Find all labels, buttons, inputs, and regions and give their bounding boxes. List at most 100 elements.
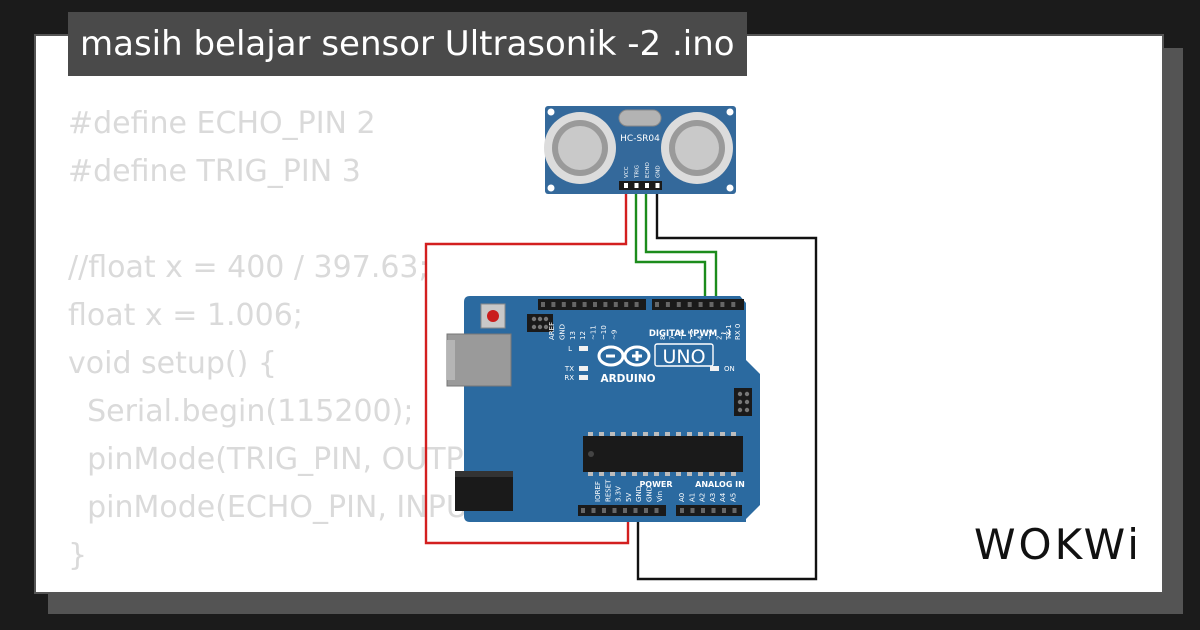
sensor-pin-label: GND: [656, 165, 662, 178]
svg-text:L: L: [568, 345, 572, 353]
analog-pin-label: A5: [730, 493, 738, 502]
wokwi-logo: WOKWi: [974, 520, 1142, 569]
digital-pin-label: 7: [668, 336, 676, 340]
led-on: ON: [710, 365, 735, 373]
digital-pin-label: 4: [697, 335, 705, 340]
board-brand: ARDUINO: [600, 373, 655, 385]
sensor-pin-label: ECHO: [645, 162, 651, 178]
digital-pin-label: ~10: [600, 325, 608, 340]
analog-pin[interactable]: [732, 508, 737, 513]
digital-pin-label: 12: [579, 331, 587, 340]
atmega-chip: [583, 432, 743, 476]
power-section-label: POWER: [639, 480, 672, 489]
wire-gnd-black: [636, 190, 818, 581]
code-line: //float x = 400 / 397.63;: [68, 250, 429, 285]
code-line: void setup() {: [68, 346, 277, 381]
transducer-left: [544, 112, 616, 184]
sensor-pin[interactable]: [624, 183, 628, 188]
digital-pin[interactable]: [593, 302, 597, 307]
analog-pin[interactable]: [680, 508, 684, 513]
digital-pin[interactable]: [655, 302, 659, 307]
sensor-pin[interactable]: [655, 183, 660, 188]
analog-section-label: ANALOG IN: [695, 480, 745, 489]
power-pin[interactable]: [633, 508, 638, 513]
code-preview: #define ECHO_PIN 2#define TRIG_PIN 3 //f…: [68, 100, 668, 580]
power-pin[interactable]: [612, 508, 617, 513]
digital-pin[interactable]: [561, 302, 566, 307]
transducer-right: [661, 112, 733, 184]
power-pin-label: 5V: [625, 493, 633, 502]
code-line: pinMode(TRIG_PIN, OUTPUT);: [68, 442, 526, 477]
digital-pin[interactable]: [709, 302, 714, 307]
uno-badge: [654, 343, 714, 367]
board-name: UNO: [662, 346, 705, 368]
digital-pin[interactable]: [731, 302, 736, 307]
sensor-pin-header: VCC TRIG ECHO GND: [619, 162, 662, 190]
power-pin[interactable]: [602, 508, 606, 513]
power-pin[interactable]: [623, 508, 627, 513]
power-pin-label: IOREF: [594, 481, 602, 502]
digital-pin-label: AREF: [548, 322, 556, 340]
icsp-header-right: [734, 388, 752, 416]
digital-pin[interactable]: [665, 302, 670, 307]
digital-pin-label: ~11: [590, 325, 598, 340]
digital-pin[interactable]: [582, 302, 587, 307]
hc-sr04-sensor[interactable]: HC-SR04 VCC TRIG ECHO GND: [544, 106, 736, 194]
digital-pin-label: ~6: [678, 329, 686, 340]
power-pin-label: RESET: [604, 479, 612, 502]
wire-echo-green: [644, 190, 718, 305]
led-tx: TX: [564, 365, 588, 373]
digital-pin-label: 2: [715, 336, 723, 340]
digital-pin[interactable]: [613, 302, 618, 307]
project-title: masih belajar sensor Ultrasonik -2 .ino: [68, 12, 747, 76]
digital-pin-label: ~3: [706, 330, 714, 340]
digital-pin[interactable]: [687, 302, 692, 307]
power-pin[interactable]: [581, 508, 585, 513]
digital-pin[interactable]: [676, 302, 681, 307]
digital-pin[interactable]: [634, 302, 639, 307]
analog-pin[interactable]: [711, 508, 716, 513]
svg-text:TX: TX: [564, 365, 574, 373]
led-l: L: [568, 345, 588, 353]
digital-section-label: DIGITAL (PWM ~): [649, 329, 731, 339]
power-pin-label: GND: [635, 486, 643, 502]
power-pin-header: [578, 505, 666, 516]
code-line: #define ECHO_PIN 2: [68, 106, 376, 141]
usb-connector: [446, 333, 512, 387]
analog-pin-label: A2: [699, 493, 707, 502]
code-line: Serial.begin(115200);: [68, 394, 414, 429]
digital-pin[interactable]: [720, 302, 725, 307]
sensor-pin-label: VCC: [624, 166, 630, 178]
analog-pin[interactable]: [690, 508, 695, 513]
power-pin-label: GND: [646, 486, 654, 502]
power-pin-label: 3.3V: [615, 486, 623, 502]
sensor-model-label: HC-SR04: [620, 134, 660, 144]
power-pin[interactable]: [644, 508, 648, 513]
sensor-pin[interactable]: [634, 183, 639, 188]
sensor-pin-label: TRIG: [635, 165, 641, 179]
analog-pin[interactable]: [722, 508, 726, 513]
digital-pin[interactable]: [624, 302, 629, 307]
digital-pin-label: 8: [659, 336, 667, 340]
analog-pin[interactable]: [701, 508, 705, 513]
power-pin[interactable]: [591, 508, 596, 513]
digital-pin-label: ~9: [610, 330, 618, 340]
sensor-pin[interactable]: [645, 183, 649, 188]
power-pin[interactable]: [654, 508, 659, 513]
digital-pin[interactable]: [541, 302, 545, 307]
digital-pin[interactable]: [603, 302, 608, 307]
digital-pin-label: ~5: [687, 330, 695, 340]
digital-pin[interactable]: [698, 302, 703, 307]
digital-pin[interactable]: [572, 302, 577, 307]
analog-pin-label: A1: [688, 493, 696, 502]
led-rx: RX: [564, 374, 588, 382]
wire-trig-green: [634, 190, 707, 305]
digital-pin-label: GND: [558, 324, 566, 340]
analog-pin-label: A4: [719, 492, 727, 502]
digital-pin-label: RX 0: [734, 324, 742, 340]
digital-pin[interactable]: [551, 302, 556, 307]
